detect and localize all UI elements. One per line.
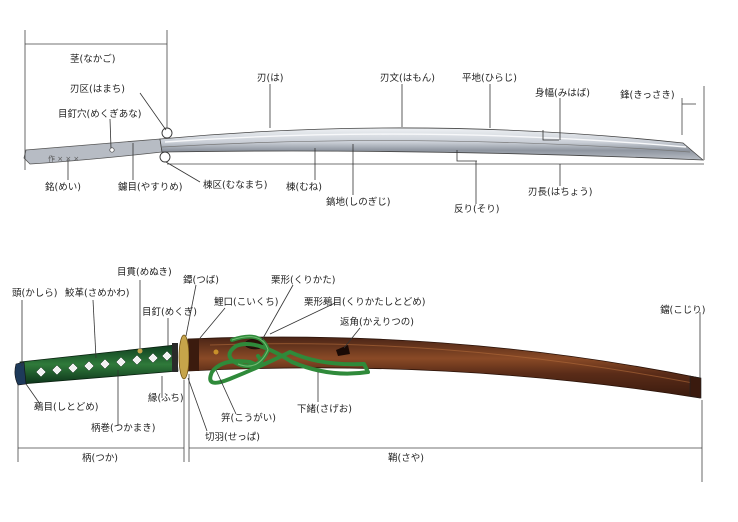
fuchi-shape xyxy=(172,343,178,372)
label-hacho: 刃長(はちょう) xyxy=(528,187,592,198)
label-kissaki: 鋒(きっさき) xyxy=(620,89,675,101)
label-tsuba: 鐔(つば) xyxy=(183,274,219,286)
mei-marks: 作 × × × xyxy=(48,154,79,163)
label-nakago: 茎(なかご) xyxy=(70,53,115,65)
mihaba-marker xyxy=(542,130,559,141)
shinogi-line xyxy=(161,140,691,153)
label-shinogiji: 鎬地(しのぎじ) xyxy=(326,196,390,208)
label-tsuka: 柄(つか) xyxy=(82,452,118,464)
label-mihaba: 身幅(みはば) xyxy=(535,87,590,99)
label-kurikata-shitodome: 栗形鵐目(くりかたしとどめ) xyxy=(304,296,425,308)
blade-labels: 茎(なかご) 刃区(はまち) 目釘穴(めくぎあな) 刃(は) 刃文(はもん) 平… xyxy=(45,53,675,215)
blade: 作 × × × xyxy=(23,127,705,165)
label-samekawa: 鮫革(さめかわ) xyxy=(65,287,129,299)
label-sori: 反り(そり) xyxy=(454,204,499,215)
blade-dimensions xyxy=(24,30,705,170)
label-kurikata: 栗形(くりかた) xyxy=(271,274,335,286)
label-munamachi: 棟区(むなまち) xyxy=(203,179,267,191)
kojiri-shape xyxy=(689,375,702,399)
label-kaeritsuno: 返角(かえりつの) xyxy=(340,316,414,328)
label-mei: 銘(めい) xyxy=(45,181,81,193)
kashira-shape xyxy=(14,361,27,386)
label-mekugi: 目釘(めくぎ) xyxy=(142,306,197,318)
label-mune: 棟(むね) xyxy=(286,181,322,193)
label-kogai: 笄(こうがい) xyxy=(221,412,276,424)
munamachi-marker xyxy=(159,151,171,163)
mount-labels: 目貫(めぬき) 鐔(つば) 栗形(くりかた) 頭(かしら) 鮫革(さめかわ) 鯉… xyxy=(12,267,705,464)
label-hiraji: 平地(ひらじ) xyxy=(462,72,517,84)
label-shitodome: 鵐目(しとどめ) xyxy=(34,401,98,413)
blade-shape xyxy=(159,127,705,161)
label-fuchi: 縁(ふち) xyxy=(148,392,184,404)
tsuka-shape xyxy=(19,344,179,385)
label-tsukamaki: 柄巻(つかまき) xyxy=(91,422,155,434)
hamachi-marker xyxy=(161,127,173,139)
saya-ornament xyxy=(213,349,219,355)
mount-leaders xyxy=(21,280,701,432)
label-menuki: 目貫(めぬき) xyxy=(117,267,172,278)
mekugi-ana-hole xyxy=(109,147,115,153)
label-hamon: 刃文(はもん) xyxy=(380,72,435,84)
mounting xyxy=(14,334,702,399)
label-saya: 鞘(さや) xyxy=(388,452,424,464)
mount-dimensions xyxy=(17,374,703,482)
label-seppa: 切羽(せっぱ) xyxy=(205,432,260,443)
kaeritsuno-shape xyxy=(336,345,350,356)
label-hamachi: 刃区(はまち) xyxy=(70,84,125,95)
menuki-ornament xyxy=(137,348,143,354)
label-kojiri: 鐺(こじり) xyxy=(660,304,705,316)
label-ha: 刃(は) xyxy=(257,73,283,84)
label-yasurime: 鑢目(やすりめ) xyxy=(118,181,182,193)
label-sageo: 下緒(さげお) xyxy=(297,403,352,415)
blade-leaders xyxy=(67,84,561,204)
nakago-shape xyxy=(23,138,163,165)
sori-marker xyxy=(456,150,477,162)
hamon-line xyxy=(164,133,687,148)
koikuchi-shape xyxy=(189,339,199,371)
label-mekugi-ana: 目釘穴(めくぎあな) xyxy=(58,108,141,120)
label-kashira: 頭(かしら) xyxy=(12,288,57,299)
label-koikuchi: 鯉口(こいくち) xyxy=(214,296,278,308)
tsuba-shape xyxy=(178,334,190,380)
